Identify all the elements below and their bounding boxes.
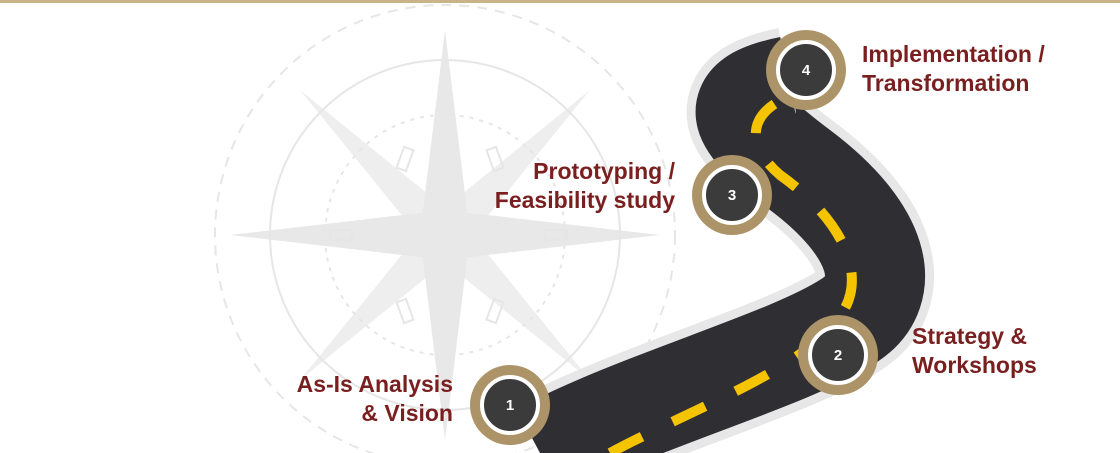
step-1-number: 1: [480, 375, 540, 435]
top-border-line: [0, 0, 1120, 3]
step-2-label: Strategy & Workshops: [912, 322, 1082, 380]
step-3-label-line1: Prototyping /: [533, 158, 675, 184]
step-3-number: 3: [702, 165, 762, 225]
step-4-label-line2: Transformation: [862, 70, 1030, 96]
step-3-marker: 3: [692, 155, 772, 235]
step-2-label-line1: Strategy &: [912, 323, 1028, 349]
step-3-label-line2: Feasibility study: [494, 187, 675, 213]
step-1-label-line2: & Vision: [361, 400, 453, 426]
step-4-label-line1: Implementation /: [862, 41, 1045, 67]
step-4-label: Implementation / Transformation: [862, 40, 1112, 98]
step-2-marker: 2: [798, 315, 878, 395]
step-1-label-line1: As-Is Analysis: [296, 371, 453, 397]
step-1-marker: 1: [470, 365, 550, 445]
step-1-label: As-Is Analysis & Vision: [258, 370, 453, 428]
step-4-number: 4: [776, 40, 836, 100]
step-2-number: 2: [808, 325, 868, 385]
step-2-label-line2: Workshops: [912, 352, 1037, 378]
step-4-marker: 4: [766, 30, 846, 110]
step-3-label: Prototyping / Feasibility study: [440, 157, 675, 215]
